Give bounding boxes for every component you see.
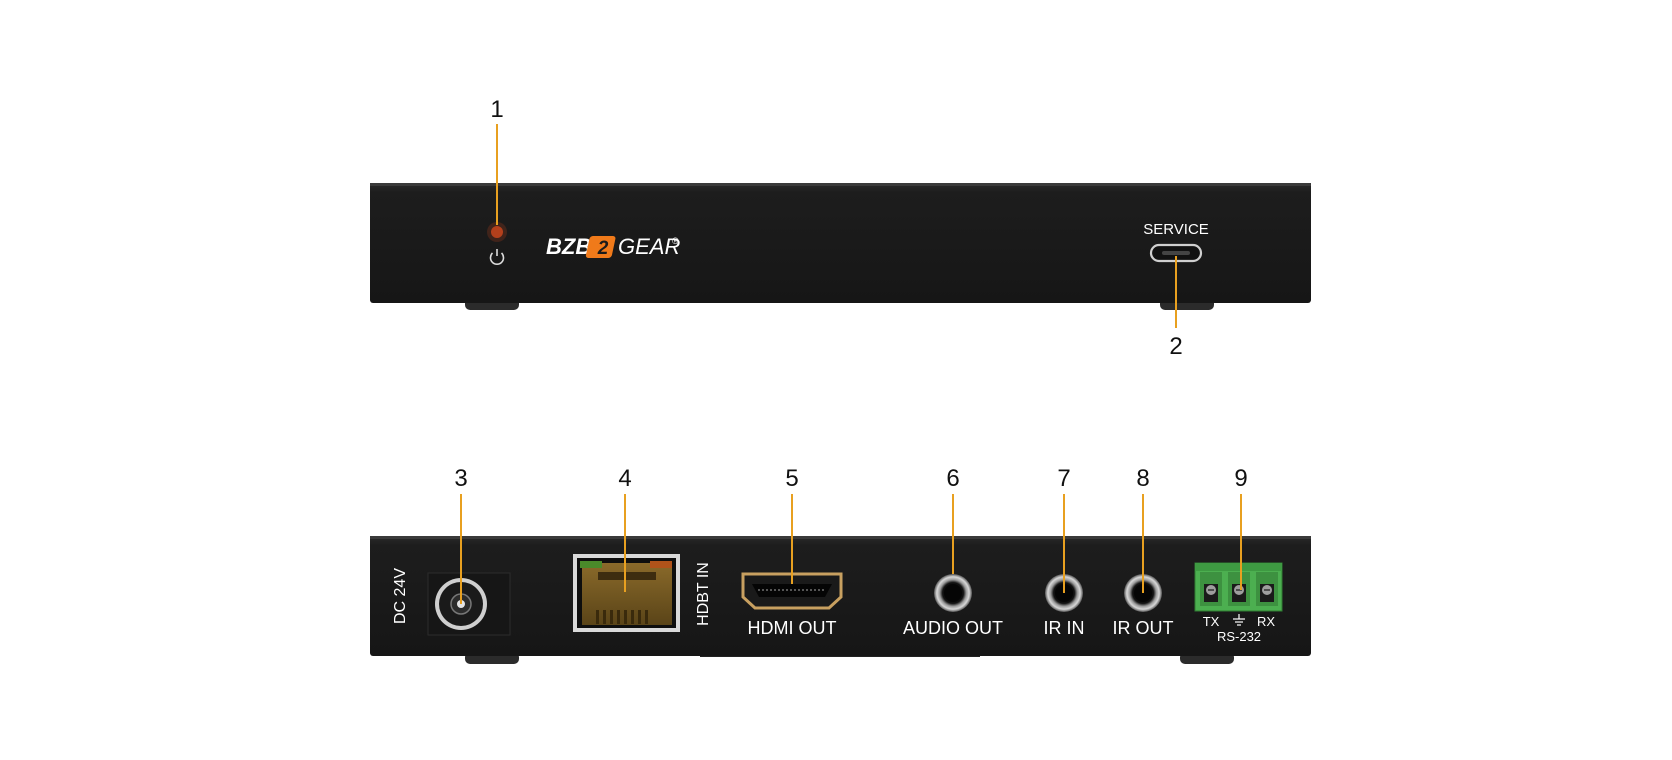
- callout-7: 7: [1057, 465, 1070, 492]
- rs232-terminal-tx[interactable]: [1200, 572, 1222, 606]
- rs232-label: RS-232: [1217, 629, 1261, 644]
- rear-panel: DC 24V HDBT IN: [370, 465, 1311, 664]
- hdbt-label: HDBT IN: [695, 562, 712, 626]
- callout-4: 4: [618, 465, 631, 492]
- brand-logo: BZB 2 GEAR ®: [546, 234, 680, 259]
- brand-logo-left: BZB: [546, 234, 591, 259]
- callout-9: 9: [1234, 465, 1247, 492]
- dc-label: DC 24V: [392, 568, 409, 624]
- callout-8: 8: [1136, 465, 1149, 492]
- audio-out-label: AUDIO OUT: [903, 618, 1003, 638]
- rs232-tx-label: TX: [1203, 614, 1220, 629]
- brand-logo-mark: 2: [585, 236, 616, 259]
- ir-out-label: IR OUT: [1113, 618, 1174, 638]
- hdbt-rj45-port[interactable]: [573, 554, 680, 632]
- rs232-terminal-ground[interactable]: [1228, 572, 1250, 606]
- service-label: SERVICE: [1143, 221, 1209, 238]
- callout-5: 5: [785, 465, 798, 492]
- callout-6: 6: [946, 465, 959, 492]
- ground-icon: [1233, 614, 1245, 626]
- front-panel-body: [370, 183, 1311, 303]
- ir-in-label: IR IN: [1043, 618, 1084, 638]
- rj45-led-right: [650, 561, 672, 568]
- hdmi-out-label: HDMI OUT: [748, 618, 837, 638]
- dc-power-jack[interactable]: [427, 572, 511, 636]
- rs232-terminal-block[interactable]: [1194, 562, 1283, 612]
- rs232-terminal-rx[interactable]: [1256, 572, 1278, 606]
- callout-2: 2: [1169, 333, 1182, 360]
- audio-out-jack[interactable]: [934, 574, 972, 612]
- rj45-led-left: [580, 561, 602, 568]
- callout-3: 3: [454, 465, 467, 492]
- front-panel: BZB 2 GEAR ® SERVICE 1 2: [370, 96, 1311, 360]
- hdmi-out-port[interactable]: [741, 572, 843, 610]
- rs232-rx-label: RX: [1257, 614, 1275, 629]
- svg-text:2: 2: [597, 238, 609, 259]
- power-icon: [489, 249, 505, 265]
- brand-logo-right: GEAR: [618, 234, 680, 259]
- brand-logo-registered: ®: [672, 236, 679, 246]
- power-led: [491, 226, 503, 238]
- callout-1: 1: [490, 96, 503, 123]
